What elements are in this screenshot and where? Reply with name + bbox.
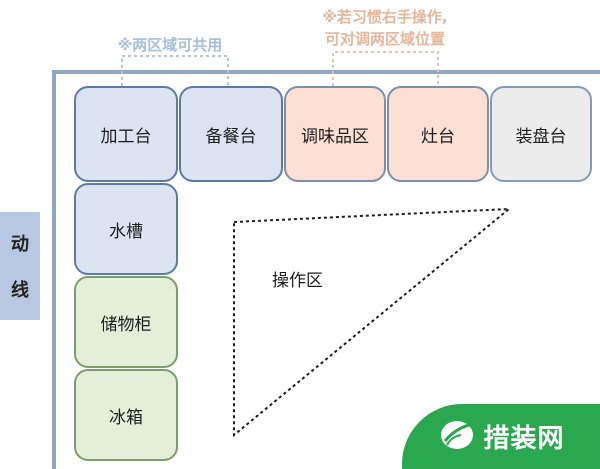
station-storage-label: 储物柜 bbox=[100, 314, 152, 335]
station-seasoning-label: 调味品区 bbox=[301, 126, 369, 147]
station-serving-prep-label: 备餐台 bbox=[205, 126, 257, 147]
counter-top-line bbox=[52, 70, 600, 74]
station-fridge: 冰箱 bbox=[74, 369, 178, 461]
station-fridge-label: 冰箱 bbox=[109, 407, 143, 428]
station-serving-prep: 备餐台 bbox=[179, 86, 283, 182]
note-right-hand: ※若习惯右手操作, 可对调两区域位置 bbox=[270, 6, 500, 50]
leaf-icon bbox=[437, 415, 477, 459]
station-sink: 水槽 bbox=[74, 183, 178, 275]
station-seasoning: 调味品区 bbox=[284, 86, 386, 182]
station-storage: 储物柜 bbox=[74, 276, 178, 368]
note-right-hand-line2: 可对调两区域位置 bbox=[324, 30, 445, 48]
station-sink-label: 水槽 bbox=[109, 221, 143, 242]
counter-left-line bbox=[52, 70, 56, 469]
work-triangle bbox=[233, 207, 512, 438]
station-stove-label: 灶台 bbox=[421, 126, 455, 147]
watermark-logo: 措装网 bbox=[402, 404, 600, 469]
flow-label-char1: 动 bbox=[11, 234, 29, 255]
station-prep-label: 加工台 bbox=[100, 126, 152, 147]
station-prep: 加工台 bbox=[74, 86, 178, 182]
flow-label-char2: 线 bbox=[11, 280, 29, 301]
flow-label-box: 动 线 bbox=[0, 212, 40, 320]
work-zone-label: 操作区 bbox=[272, 271, 323, 291]
station-plating: 装盘台 bbox=[490, 86, 592, 182]
note-shared-zones: ※两区域可共用 bbox=[117, 36, 223, 54]
station-plating-label: 装盘台 bbox=[515, 126, 567, 147]
watermark-text: 措装网 bbox=[483, 424, 565, 454]
station-stove: 灶台 bbox=[387, 86, 489, 182]
note-right-hand-line1: ※若习惯右手操作, bbox=[322, 8, 448, 26]
